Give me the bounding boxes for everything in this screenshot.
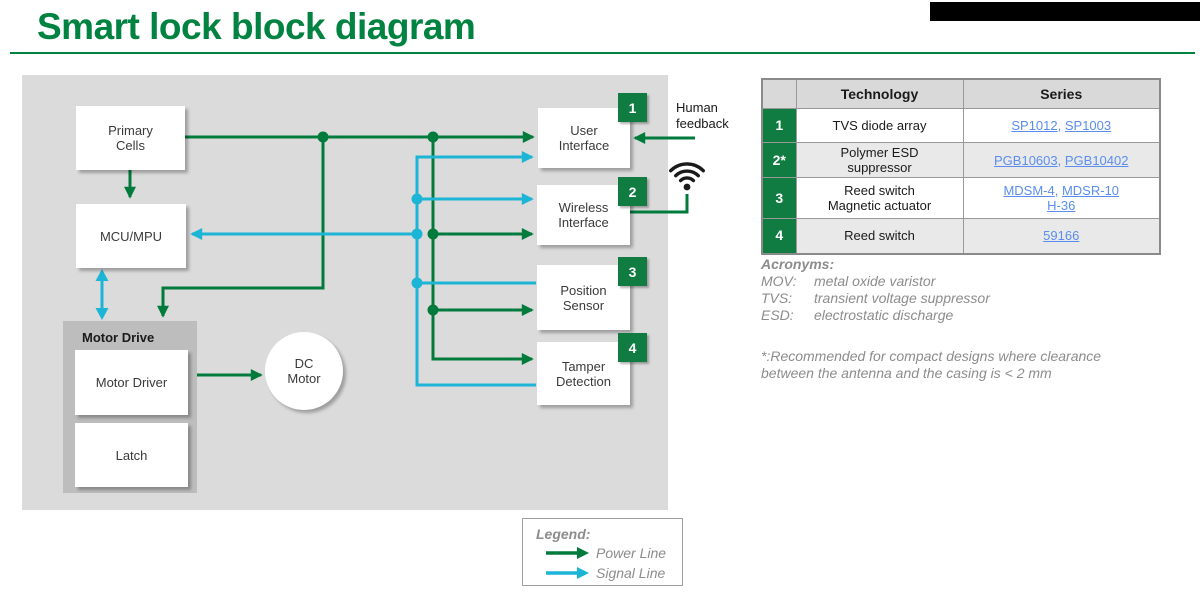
technology-cell: TVS diode array	[795, 108, 964, 143]
signal-line-arrow-icon	[546, 567, 589, 579]
series-link[interactable]: PGB10402	[1064, 152, 1129, 168]
series-cell: 59166	[962, 218, 1161, 254]
acronym-term: ESD:	[761, 307, 794, 323]
legend-title: Legend:	[536, 526, 591, 542]
acronym-item: MOV: metal oxide varistor	[761, 273, 990, 290]
legend-signal-label: Signal Line	[596, 565, 666, 581]
series-link[interactable]: 59166	[1043, 228, 1080, 244]
legend-power-label: Power Line	[596, 545, 667, 561]
acronym-term: MOV:	[761, 273, 797, 289]
block-dc-motor: DC Motor	[265, 332, 343, 410]
motor-drive-group-title: Motor Drive	[82, 330, 155, 345]
acronyms-title: Acronyms:	[761, 256, 835, 272]
series-link[interactable]: MDSR-10	[1061, 183, 1120, 198]
block-tamper-detection: Tamper Detection	[537, 342, 630, 405]
row-number: 2*	[761, 142, 797, 178]
series-link[interactable]: MDSM-4	[1003, 183, 1055, 198]
row-number: 4	[761, 218, 797, 254]
series-cell: PGB10603, PGB10402	[962, 142, 1161, 178]
series-link[interactable]: H-36	[1047, 198, 1076, 213]
acronym-definition: metal oxide varistor	[814, 273, 936, 289]
series-separator: ,	[1054, 183, 1062, 198]
series-link[interactable]: SP1012	[1011, 118, 1058, 133]
header-number	[761, 78, 797, 109]
badge-position-sensor: 3	[618, 257, 647, 286]
technology-cell: Polymer ESD suppressor	[795, 142, 964, 178]
technology-cell: Reed switch Magnetic actuator	[795, 177, 964, 219]
table-row: 2* Polymer ESD suppressor PGB10603, PGB1…	[761, 142, 1161, 178]
human-feedback-label: Human feedback	[676, 100, 729, 131]
acronym-definition: transient voltage suppressor	[814, 290, 990, 306]
acronym-definition: electrostatic discharge	[814, 307, 954, 323]
page-title: Smart lock block diagram	[37, 6, 476, 47]
table-header-row: Technology Series	[761, 78, 1161, 109]
block-latch: Latch	[75, 423, 188, 487]
table-row: 1 TVS diode array SP1012, SP1003	[761, 108, 1161, 143]
acronym-term: TVS:	[761, 290, 793, 306]
row-number: 3	[761, 177, 797, 219]
block-mcu-mpu: MCU/MPU	[76, 204, 186, 268]
technology-cell: Reed switch	[795, 218, 964, 254]
series-separator: ,	[1057, 118, 1065, 133]
legend-row-power: Power Line	[544, 545, 666, 561]
acronym-item: TVS: transient voltage suppressor	[761, 290, 990, 307]
wifi-icon	[669, 162, 705, 191]
table-row: 3 Reed switch Magnetic actuator MDSM-4, …	[761, 177, 1161, 219]
logo-bar	[930, 2, 1200, 21]
block-user-interface: User Interface	[538, 108, 630, 168]
acronyms-section: Acronyms: MOV: metal oxide varistor TVS:…	[761, 256, 990, 324]
block-position-sensor: Position Sensor	[537, 265, 630, 330]
series-cell: SP1012, SP1003	[962, 108, 1161, 143]
series-link[interactable]: PGB10603	[994, 152, 1058, 168]
table-row: 4 Reed switch 59166	[761, 218, 1161, 254]
footnote: *:Recommended for compact designs where …	[761, 348, 1102, 381]
header-series: Series	[962, 78, 1161, 109]
badge-wireless-interface: 2	[618, 177, 647, 206]
block-wireless-interface: Wireless Interface	[537, 185, 630, 245]
legend: Legend: Power Line Signal Line	[522, 518, 683, 586]
title-underline	[10, 52, 1195, 54]
acronym-item: ESD: electrostatic discharge	[761, 307, 990, 324]
power-line-arrow-icon	[546, 547, 589, 559]
parts-table: Technology Series 1 TVS diode array SP10…	[761, 78, 1161, 255]
header-technology: Technology	[795, 78, 964, 109]
badge-tamper-detection: 4	[618, 333, 647, 362]
legend-row-signal: Signal Line	[544, 565, 665, 581]
series-separator: ,	[1057, 152, 1065, 168]
block-primary-cells: Primary Cells	[76, 106, 185, 170]
series-link[interactable]: SP1003	[1064, 118, 1112, 133]
block-motor-driver: Motor Driver	[75, 350, 188, 415]
row-number: 1	[761, 108, 797, 143]
badge-user-interface: 1	[618, 93, 647, 122]
